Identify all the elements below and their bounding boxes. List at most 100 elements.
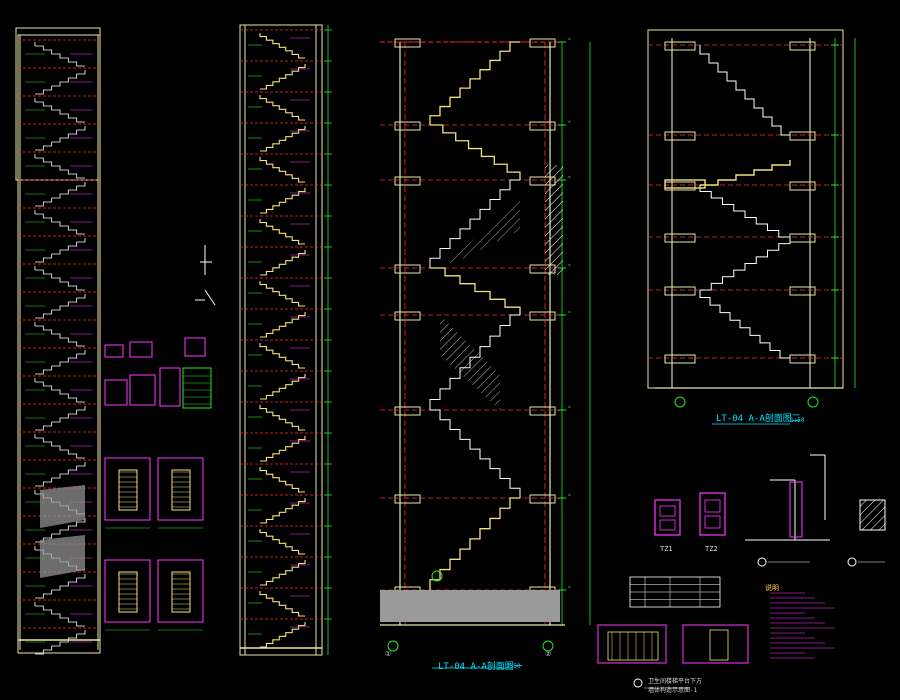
panel2-stair-run [259,281,305,307]
panel1-stair-run [35,630,86,655]
p3-callout-circle [431,570,443,582]
mid-stair-plan-1 [104,457,151,521]
p4-landing-slab-r [789,181,816,191]
panel1-stair-run [35,182,86,207]
mid-stair-plan-4 [157,559,204,623]
p3-landing-slab [394,406,421,416]
p3-landing-slab-r [529,406,556,416]
tz2-rebar-top [704,499,721,513]
panel1-solid-fill-a [40,485,85,528]
tz1-section [654,499,681,536]
panel1-stair-run [34,210,85,235]
panel1-stair-run [34,378,85,403]
section-two-title: LT-04 A-A剖面图二 [716,414,801,424]
grid-bubble-icon [542,640,554,652]
panel1-stair-run [34,434,85,459]
callout-bubble-icon [633,678,643,688]
grid-bubble-icon [674,396,686,408]
p3-landing-slab [394,264,421,274]
p3-landing-slab-r [529,311,556,321]
p3-level-mark: ± [568,492,571,497]
p3-landing-slab-r [529,494,556,504]
panel2-stair-run [260,374,306,400]
p3-run-4 [430,267,521,315]
mid-small-section-5 [129,374,156,406]
column-section-detail [859,499,886,531]
p3-run-2 [430,124,521,180]
tall-stair-section-left [15,27,101,655]
panel1-stair-run [34,602,85,627]
p3-landing-slab [394,38,421,48]
panel1-stair-run [35,574,86,599]
grid-bubble-2-label: ② [545,650,552,658]
panel2-stair-run [259,33,305,59]
p4-run-5 [699,290,790,359]
right-detail-drawings [597,454,886,689]
panel1-stair-run [34,42,85,67]
mid-stair-plan-3-stair [118,571,138,613]
panel2-stair-run [259,529,305,555]
p4-landing-slab [664,131,696,141]
panel1-stair-run [35,406,86,431]
section-two-scale: 1:50 [790,417,805,424]
p4-run-1 [699,45,790,136]
p4-frame [647,29,844,389]
panel2-stair-run [260,436,306,462]
mid-detail-drawings [104,245,216,631]
p4-landing-slab-r [789,131,816,141]
notes-heading: 说明 [765,584,779,592]
p4-landing-slab [664,181,696,191]
panel1-stair-run [34,154,85,179]
panel1-stair-run [35,126,86,151]
panel1-stair-run [35,294,86,319]
mid-small-section-2 [129,341,153,358]
panel1-top-frame [15,27,101,181]
mid-small-section-3 [184,337,206,357]
p3-level-mark: ± [568,262,571,267]
tz2-rebar-bottom [704,515,721,529]
p4-landing-slab [664,286,696,296]
p4-run-2 [700,160,791,186]
p3-level-mark: ± [568,309,571,314]
grid-bubble-icon [387,640,399,652]
partition-door [709,629,729,661]
p3-hatched-slab-1 [450,200,520,265]
p3-ground-slab [380,590,560,622]
panel1-stair-run [34,322,85,347]
grid-bubble-1-label: ① [385,650,392,658]
mid-rebar-table [182,367,212,409]
p4-landing-slab-r [789,41,816,51]
panel1-stair-run [35,518,86,543]
p3-level-mark: ± [568,404,571,409]
p3-landing-slab [394,121,421,131]
p3-hatched-wall [545,165,563,275]
p4-landing-slab [664,233,696,243]
p3-level-mark: ± [568,584,571,589]
panel2-stair-run [260,622,306,648]
beam-label-tz2: TZ2 [705,545,718,553]
beam-label-tz1: TZ1 [660,545,673,553]
panel1-stair-run [35,238,86,263]
grid-bubble-icon [807,396,819,408]
panel2-stair-run [260,498,306,524]
panel1-stair-run [34,98,85,123]
tz1-rebar-top [659,505,676,517]
callout-bubble-icon [757,557,767,567]
panel2-stair-run [259,219,305,245]
mid-stair-plan-4-stair [171,571,191,613]
panel2-stair-run [259,95,305,121]
panel2-stair-run [259,343,305,369]
mid-rebar-detail-c [204,289,216,306]
panel1-stair-run [34,266,85,291]
bottom-caption-line1: 卫生间楼梯平台下方 [648,678,703,685]
panel1-stair-run [35,70,86,95]
panel2-stair-run [260,188,306,214]
mid-stair-plan-2 [157,457,204,521]
mid-stair-plan-1-stair [118,469,138,511]
panel1-outline [17,34,101,654]
section-a-a-two [647,29,856,425]
p3-level-mark: ± [568,174,571,179]
mid-small-section-4 [104,379,128,406]
p3-run-6 [430,409,521,498]
